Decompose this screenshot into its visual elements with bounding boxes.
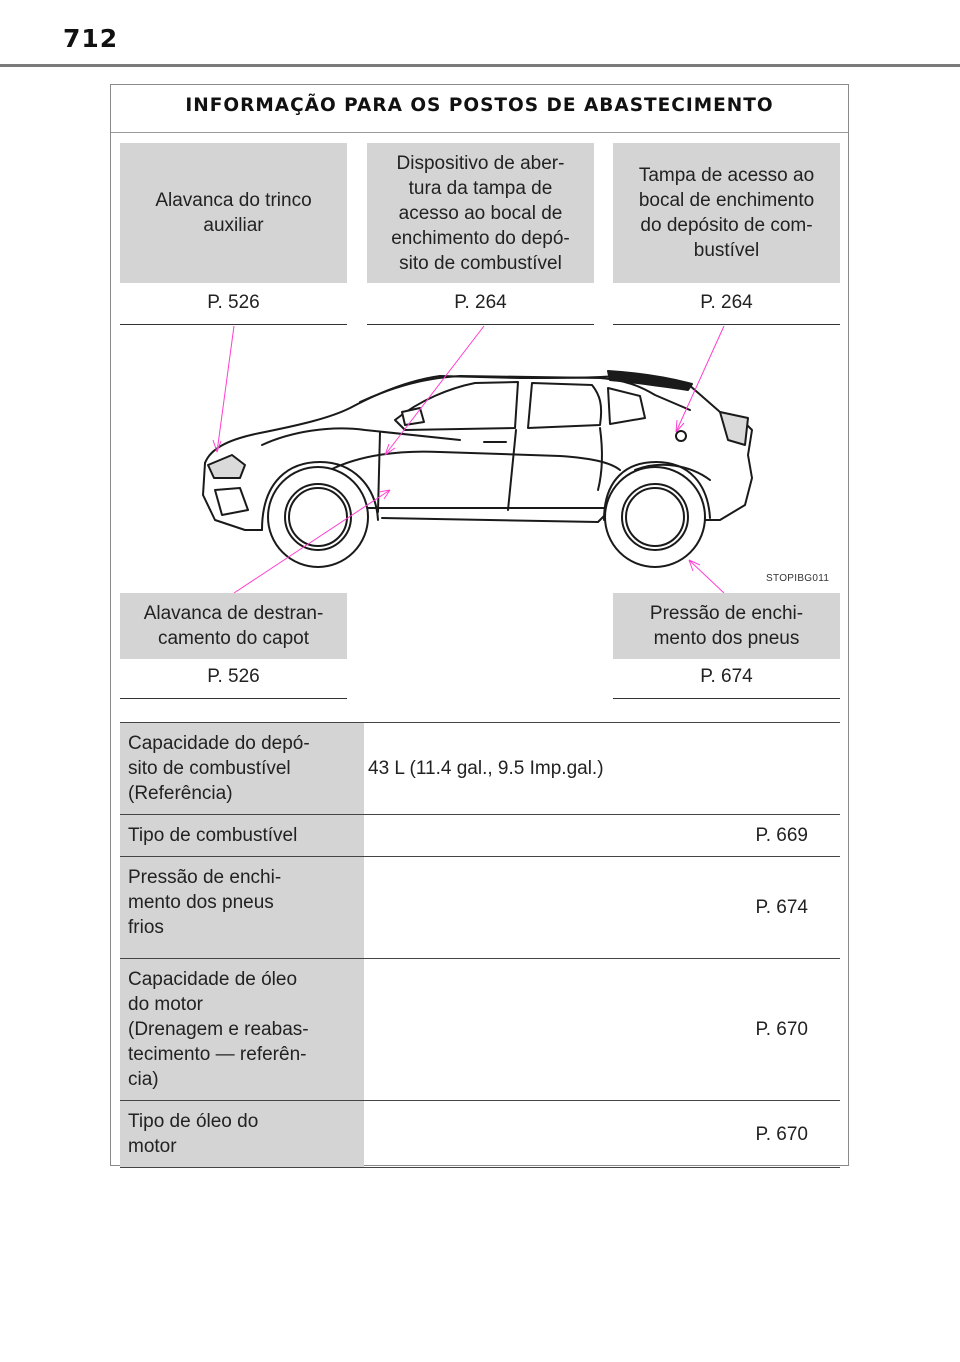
spec-table: Capacidade do depó- sito de combustível … [120,722,840,1168]
spec-ref[interactable]: P. 669 [364,814,840,857]
fuel-door-opener-label: Dispositivo de aber- tura da tampa de ac… [367,143,594,283]
spec-label: Tipo de combustível [120,814,364,857]
fuel-door-label: Tampa de acesso ao bocal de enchimento d… [613,143,840,283]
car-side-illustration [202,325,753,594]
hood-aux-latch-ref[interactable]: P. 526 [120,292,347,325]
table-row: Capacidade de óleo do motor (Drenagem e … [120,958,840,1101]
hood-release-ref[interactable]: P. 526 [120,666,347,699]
spec-label: Capacidade do depó- sito de combustível … [120,722,364,815]
page-number: 712 [63,24,119,53]
table-row: Capacidade do depó- sito de combustível … [120,722,840,815]
fuel-door-opener-ref[interactable]: P. 264 [367,292,594,325]
spec-value: 43 L (11.4 gal., 9.5 Imp.gal.) [364,722,840,815]
table-row: Tipo de combustível P. 669 [120,814,840,857]
spec-ref[interactable]: P. 670 [364,1100,840,1168]
hood-release-label: Alavanca de destran- camento do capot [120,593,347,659]
spec-ref[interactable]: P. 674 [364,856,840,959]
spec-ref[interactable]: P. 670 [364,958,840,1101]
spec-label: Tipo de óleo do motor [120,1100,364,1168]
spec-label: Capacidade de óleo do motor (Drenagem e … [120,958,364,1101]
header-rule [0,64,960,67]
tire-pressure-ref[interactable]: P. 674 [613,666,840,699]
section-title: INFORMAÇÃO PARA OS POSTOS DE ABASTECIMEN… [111,85,848,133]
hood-aux-latch-label: Alavanca do trinco auxiliar [120,143,347,283]
fuel-door-ref[interactable]: P. 264 [613,292,840,325]
tire-pressure-label: Pressão de enchi- mento dos pneus [613,593,840,659]
spec-label: Pressão de enchi- mento dos pneus frios [120,856,364,959]
image-code: STOPIBG011 [766,573,830,584]
table-row: Pressão de enchi- mento dos pneus frios … [120,856,840,959]
table-row: Tipo de óleo do motor P. 670 [120,1100,840,1168]
